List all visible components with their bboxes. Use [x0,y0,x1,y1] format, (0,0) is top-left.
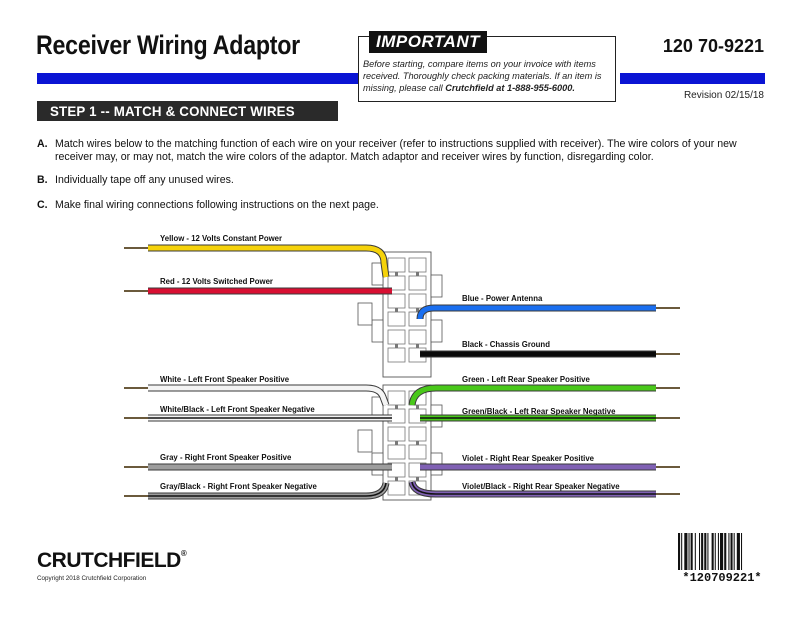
right-wire-4-label: Green/Black - Left Rear Speaker Negative [462,407,616,416]
wires [124,244,680,500]
important-notice: IMPORTANT Before starting, compare items… [358,31,616,102]
barcode-bar [741,533,743,570]
barcode-bar [699,533,701,570]
right-wire-4-conductor-end [656,417,680,419]
right-wire-1-conductor-end [656,307,680,309]
barcode-bar [728,533,730,570]
right-wire-3 [409,385,656,406]
instruction-letter: B. [37,174,48,186]
barcode-bar [717,533,719,570]
instruction-letter: A. [37,138,48,150]
important-phone: Crutchfield at 1-888-955-6000. [445,83,575,93]
part-number: 120 70-9221 [662,36,764,56]
barcode-bar [684,533,688,570]
left-wire-3-conductor-end [124,387,148,389]
left-wire-1-outline [148,244,390,278]
left-wire-2-conductor-end [124,290,148,292]
header-rule-left [37,73,362,84]
barcode-bar [714,533,716,570]
step-header: STEP 1 -- MATCH & CONNECT WIRES [37,101,338,121]
right-wire-3-label: Green - Left Rear Speaker Positive [462,375,590,384]
right-wire-6-stripe [411,481,656,495]
left-wire-6-stripe [148,482,387,497]
instruction-text: Match wires below to the matching functi… [55,138,737,163]
crutchfield-logo: CRUTCHFIELD® [37,549,187,573]
instruction-text: Make final wiring connections following … [55,199,379,211]
left-wire-1 [148,245,389,278]
right-wire-6-conductor-end [656,493,680,495]
logo-text: CRUTCHFIELD [37,549,181,572]
left-wire-3-outline [148,384,390,407]
barcode-bar [733,533,735,570]
right-wire-3-outline [408,384,656,406]
barcode-bar [688,533,690,570]
right-wire-5-conductor-end [656,466,680,468]
barcode-bar [730,533,733,570]
important-text: Before starting, compare items on your i… [363,58,613,94]
barcode-bar [678,533,681,570]
instruction-letter: C. [37,199,48,211]
left-wire-6-label: Gray/Black - Right Front Speaker Negativ… [160,482,318,491]
registered-mark: ® [180,549,187,558]
barcode-bar [694,533,696,570]
left-wire-4-label: White/Black - Left Front Speaker Negativ… [160,405,315,414]
left-wire-2-label: Red - 12 Volts Switched Power [160,277,273,286]
revision-date: Revision 02/15/18 [683,90,764,101]
copyright-text: Copyright 2018 Crutchfield Corporation [37,575,147,582]
right-wire-3-conductor-end [656,387,680,389]
important-label: IMPORTANT [369,31,487,53]
left-wire-3 [148,385,389,406]
barcode-bar [711,533,714,570]
right-wire-1 [417,305,656,320]
left-wire-5-label: Gray - Right Front Speaker Positive [160,453,292,462]
barcode-bar [701,533,704,570]
important-text-body: Before starting, compare items on your i… [363,59,602,93]
step-title: STEP 1 -- MATCH & CONNECT WIRES [50,103,295,119]
barcode-bar [681,533,683,570]
header-rule-right [620,73,765,84]
right-wire-6-label: Violet/Black - Right Rear Speaker Negati… [462,482,620,491]
left-wire-3-label: White - Left Front Speaker Positive [160,375,290,384]
connector-upper [357,251,443,378]
barcode-bar [736,533,740,570]
barcode-bar [690,533,693,570]
left-wire-5-conductor-end [124,466,148,468]
barcode [678,533,743,570]
document-title: Receiver Wiring Adaptor [36,30,300,60]
barcode-text: *120709221* [682,571,762,585]
left-wire-6-conductor-end [124,495,148,497]
right-wire-1-label: Blue - Power Antenna [462,294,543,303]
right-wire-2-conductor-end [656,353,680,355]
barcode-bar [724,533,727,570]
connector-lower [357,384,443,501]
left-wire-4-conductor-end [124,417,148,419]
barcode-bar [707,533,709,570]
instruction-text: Individually tape off any unused wires. [55,174,234,186]
left-wire-1-label: Yellow - 12 Volts Constant Power [160,234,282,243]
right-wire-5-label: Violet - Right Rear Speaker Positive [462,454,595,463]
barcode-bar [704,533,707,570]
right-wire-2-label: Black - Chassis Ground [462,340,550,349]
left-wire-1-conductor-end [124,247,148,249]
barcode-bar [720,533,724,570]
